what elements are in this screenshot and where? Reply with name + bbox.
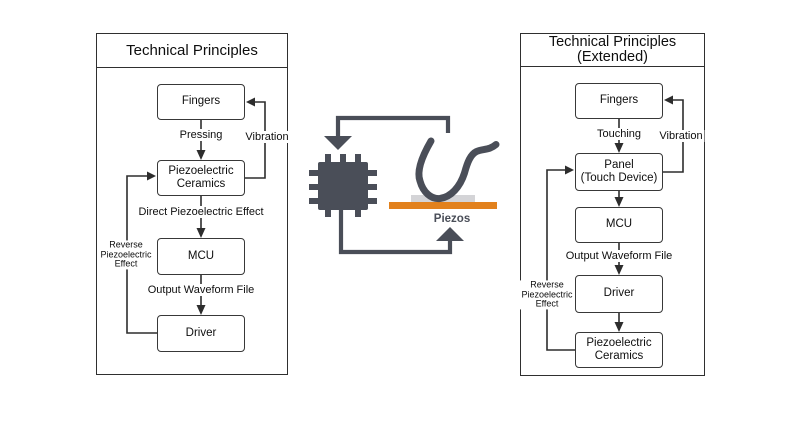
edge-label-touching: Touching (594, 128, 644, 140)
edge-label-reverse-piezoelectric-effect-right: Reverse Piezoelectric Effect (519, 279, 575, 310)
right-flow-connectors (546, 95, 684, 351)
left-panel-title: Technical Principles (97, 34, 287, 68)
right-panel-title: Technical Principles (Extended) (521, 34, 704, 67)
loop-arrow-up (338, 207, 464, 255)
node-fingers-left: Fingers (157, 84, 245, 120)
piezos-label: Piezos (433, 213, 471, 225)
node-panel-touch-device: Panel (Touch Device) (575, 153, 663, 191)
edge-label-vibration-right: Vibration (657, 130, 705, 142)
node-mcu-right: MCU (575, 207, 663, 243)
edge-label-pressing: Pressing (177, 129, 225, 141)
edge-label-output-waveform-left: Output Waveform File (145, 284, 257, 296)
piezo-strip-shape (389, 202, 497, 209)
center-illustration (309, 115, 500, 255)
arrowhead-down-icon (614, 265, 624, 275)
arrowhead-down-icon (614, 197, 624, 207)
node-piezoelectric-ceramics-left: Piezoelectric Ceramics (157, 160, 245, 196)
arrowhead-right-icon (147, 171, 156, 181)
node-driver-right: Driver (575, 275, 663, 313)
loop-arrow-down (324, 115, 451, 150)
chip-icon (309, 154, 377, 217)
node-piezoelectric-ceramics-right: Piezoelectric Ceramics (575, 332, 663, 368)
left-panel-frame: Technical Principles (96, 33, 288, 375)
node-mcu-left: MCU (157, 238, 245, 275)
arrowhead-left-icon (246, 97, 255, 107)
node-fingers-right: Fingers (575, 83, 663, 119)
edge-label-reverse-piezoelectric-effect-left: Reverse Piezoelectric Effect (98, 239, 154, 270)
edge-label-direct-piezoelectric-effect: Direct Piezoelectric Effect (136, 206, 266, 218)
arrowhead-down-icon (196, 150, 206, 160)
arrowhead-left-icon (664, 95, 673, 105)
edge-label-output-waveform-right: Output Waveform File (563, 250, 675, 262)
arrowhead-down-icon (614, 143, 624, 153)
arrowhead-down-icon (196, 228, 206, 238)
arrowhead-down-icon (614, 322, 624, 332)
arrowhead-down-icon (196, 305, 206, 315)
right-panel-frame: Technical Principles (Extended) (520, 33, 705, 376)
node-driver-left: Driver (157, 315, 245, 352)
edge-label-vibration-left: Vibration (243, 131, 291, 143)
reverse-feedback-line (546, 169, 575, 351)
finger-icon (415, 137, 500, 203)
arrowhead-right-icon (565, 165, 574, 175)
